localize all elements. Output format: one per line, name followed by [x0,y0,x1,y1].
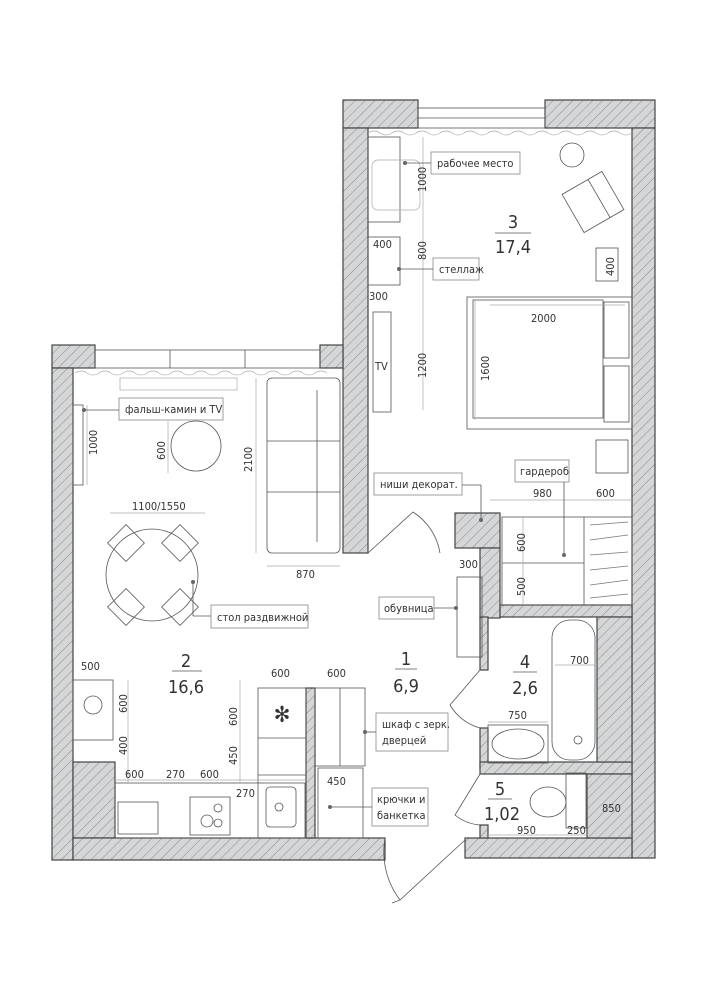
room-3-number: 3 [508,212,518,233]
pillow [603,365,630,423]
dim: 600 [117,694,130,713]
kitchen-counter [114,782,306,839]
side-table [559,142,585,168]
label-tv: TV [374,360,388,373]
toilet [529,786,567,818]
room-3-area: 17,4 [495,237,531,258]
label-shelf: стеллаж [439,263,484,276]
label-wardrobe: гардероб [520,465,569,478]
label-hooks-1: крючки и [377,793,425,806]
chairs [107,524,199,626]
label-workplace: рабочее место [437,157,514,170]
dim: 300 [459,558,478,571]
label-shoe-rack: обувница [384,602,434,615]
callouts: рабочее место стеллаж гардероб ниши деко… [82,151,570,827]
room-2-number: 2 [181,651,191,672]
desk-chair [371,159,421,211]
dim: 1100/1550 [132,500,186,513]
dim: 600 [227,707,240,726]
room-labels: 3 17,4 2 16,6 1 6,9 4 2,6 5 1,02 [168,212,538,825]
snowflake-icon: ✻ [274,703,291,728]
label-table: стол раздвижной [217,611,308,624]
sofa [266,377,341,554]
hob-icon [189,796,231,836]
dim: 700 [570,654,589,667]
dim: 500 [81,660,100,673]
dim: 450 [227,746,240,765]
dim: 600 [327,667,346,680]
bathroom-door [449,669,481,729]
room-5-area: 1,02 [484,804,520,825]
nightstand [595,247,619,282]
oven-icon [117,801,159,835]
coffee-table [170,420,222,472]
bathtub [551,619,596,761]
dim: 450 [327,775,346,788]
dim: 400 [117,736,130,755]
dim: 750 [508,709,527,722]
hooks-bench [317,767,364,839]
room-4-number: 4 [520,652,530,673]
bedroom-door [367,511,441,554]
dim: 980 [533,487,552,500]
dim: 600 [271,667,290,680]
dining-table [105,528,199,622]
label-niches: ниши декорат. [380,478,458,491]
dim: 2100 [242,447,255,472]
wc-door [454,773,481,826]
room-1-number: 1 [401,649,411,670]
dim: 2000 [531,312,556,325]
room-1-area: 6,9 [393,676,419,697]
room-2-area: 16,6 [168,677,204,698]
label-mirror-cabinet-2: дверцей [382,734,426,747]
label-mirror-cabinet-1: шкаф с зерк. [382,718,450,731]
dim: 400 [373,238,392,251]
tv-unit [372,311,392,413]
kitchen-sink [265,786,297,828]
furniture: ✻ [72,136,633,904]
dim: 600 [125,768,144,781]
dim: 600 [155,441,168,460]
dimension-labels: 1000 400 800 400 300 1200 2000 1600 980 … [81,167,621,837]
shelf [367,236,401,286]
dim: 850 [602,802,621,815]
dim: 1000 [416,167,429,192]
desk [367,136,401,223]
wardrobe [501,516,633,606]
dim: 600 [200,768,219,781]
room-5-number: 5 [495,779,505,800]
dim: 950 [517,824,536,837]
entrance-door [383,837,401,904]
dim: 300 [369,290,388,303]
shoe-rack [456,576,483,658]
room-4-area: 2,6 [512,678,538,699]
dimension-lines [86,137,632,836]
dim: 600 [596,487,615,500]
dim: 800 [416,241,429,260]
washing-machine [72,679,114,741]
dim: 870 [296,568,315,581]
dim: 400 [604,257,617,276]
dim: 270 [166,768,185,781]
dim: 1000 [87,430,100,455]
pillow [603,301,630,359]
label-fireplace: фальш-камин и TV [125,403,222,416]
fridge-column [257,687,307,839]
dim: 270 [236,787,255,800]
bed-frame [466,296,633,430]
windows [74,107,633,391]
bath-sink [487,724,549,764]
armchair [561,170,625,234]
dim: 600 [515,533,528,552]
dim: 1600 [479,356,492,381]
dim: 500 [515,577,528,596]
dim: 250 [567,824,586,837]
pouf [595,439,629,474]
walls [51,99,656,861]
bed [472,299,604,419]
fireplace [72,404,84,486]
label-hooks-2: банкетка [377,809,426,822]
dim: 1200 [416,353,429,378]
